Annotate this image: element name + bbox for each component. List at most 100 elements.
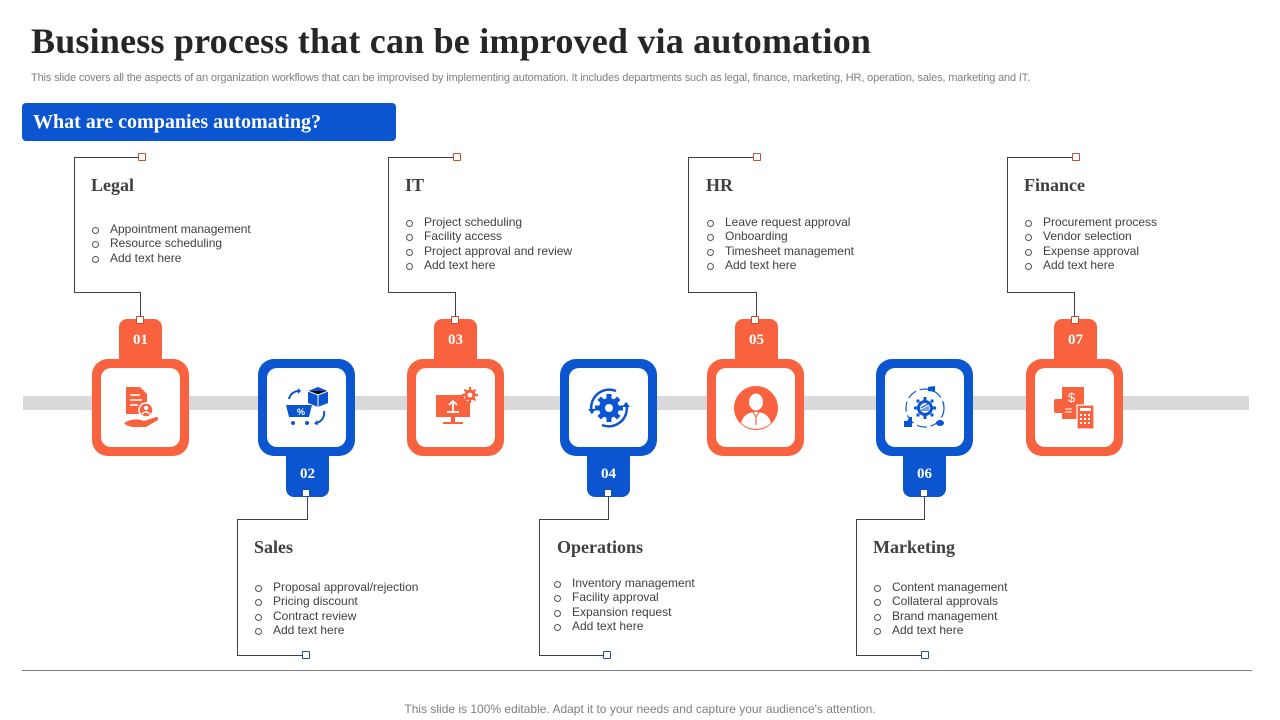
bullet-list: Appointment management Resource scheduli…	[91, 222, 251, 265]
connector-node	[604, 489, 612, 497]
connector-node	[603, 651, 611, 659]
step-number-tab: 01	[119, 319, 162, 361]
step-number: 05	[749, 332, 764, 348]
step-number: 01	[133, 332, 148, 348]
footer-divider	[22, 670, 1252, 671]
footer-note: This slide is 100% editable. Adapt it to…	[404, 702, 876, 716]
bullet-item: Contract review	[254, 609, 418, 623]
connector-line	[388, 292, 455, 293]
card-title: Finance	[1024, 175, 1085, 195]
step-tile	[560, 359, 657, 456]
card-title: Legal	[91, 175, 134, 195]
step-number-tab: 05	[735, 319, 778, 361]
connector-line	[1007, 157, 1073, 158]
step-number: 06	[917, 466, 932, 482]
bullet-item: Pricing discount	[254, 594, 418, 608]
bullet-item: Project approval and review	[405, 244, 572, 258]
step-number: 04	[601, 466, 616, 482]
bullet-list: Leave request approval Onboarding Timesh…	[706, 215, 854, 272]
connector-node	[136, 316, 144, 324]
connector-line	[74, 157, 75, 293]
gear-refresh-icon	[587, 387, 630, 428]
step-tile	[876, 359, 973, 456]
connector-line	[688, 157, 689, 293]
connector-line	[140, 292, 141, 320]
connector-line	[539, 655, 604, 656]
bullet-item: Add text here	[873, 623, 1007, 637]
step-number: 03	[448, 332, 463, 348]
bullet-item: Add text here	[1024, 258, 1157, 272]
bullet-item: Resource scheduling	[91, 236, 251, 250]
bullet-list: Content management Collateral approvals …	[873, 580, 1007, 637]
bullet-item: Leave request approval	[706, 215, 854, 229]
connector-line	[539, 519, 609, 520]
connector-line	[1007, 157, 1008, 293]
bullet-item: Vendor selection	[1024, 229, 1157, 243]
step-number-tab: 06	[903, 455, 946, 497]
connector-node	[302, 489, 310, 497]
card-title: Marketing	[873, 537, 955, 557]
connector-line	[924, 497, 925, 519]
svg-text:$: $	[1068, 390, 1076, 405]
connector-node	[751, 316, 759, 324]
bullet-item: Appointment management	[91, 222, 251, 236]
bullet-item: Onboarding	[706, 229, 854, 243]
bullet-item: Collateral approvals	[873, 594, 1007, 608]
connector-line	[237, 519, 308, 520]
user-profile-icon	[733, 385, 778, 430]
connector-line	[1074, 292, 1075, 320]
bullet-item: Proposal approval/rejection	[254, 580, 418, 594]
connector-line	[856, 519, 925, 520]
connector-node	[753, 153, 761, 161]
card-title: Sales	[254, 537, 294, 557]
step-tile	[707, 359, 804, 456]
connector-node	[1071, 316, 1079, 324]
bullet-list: Inventory management Facility approval E…	[553, 576, 695, 633]
connector-line	[455, 292, 456, 320]
card-title: HR	[706, 175, 733, 195]
step-tile	[407, 359, 504, 456]
step-tile: %	[258, 359, 355, 456]
monitor-upload-gear-icon	[435, 386, 478, 424]
shopping-cart-box-icon: %	[285, 386, 328, 425]
connector-line	[74, 157, 139, 158]
connector-line	[856, 655, 922, 656]
connector-node	[451, 316, 459, 324]
connector-node	[920, 489, 928, 497]
bullet-item: Inventory management	[553, 576, 695, 590]
marketing-gear-chart-icon	[903, 385, 945, 428]
connector-node	[1072, 153, 1080, 161]
card-title: IT	[405, 175, 425, 195]
connector-line	[688, 292, 756, 293]
connector-line	[74, 292, 140, 293]
step-number-tab: 03	[434, 319, 477, 361]
connector-line	[388, 157, 389, 293]
bullet-item: Add text here	[254, 623, 418, 637]
bullet-list: Proposal approval/rejection Pricing disc…	[254, 580, 418, 637]
bullet-list: Procurement process Vendor selection Exp…	[1024, 215, 1157, 272]
bullet-item: Content management	[873, 580, 1007, 594]
card-title: Operations	[557, 537, 644, 557]
step-number: 07	[1068, 332, 1083, 348]
connector-line	[237, 519, 238, 655]
connector-node	[453, 153, 461, 161]
step-number: 02	[300, 466, 315, 482]
bullet-item: Procurement process	[1024, 215, 1157, 229]
svg-text:%: %	[297, 407, 305, 417]
bullet-item: Add text here	[91, 251, 251, 265]
connector-line	[307, 497, 308, 519]
invoice-calculator-icon: $	[1053, 386, 1095, 430]
connector-node	[302, 651, 310, 659]
bullet-item: Facility approval	[553, 590, 695, 604]
connector-line	[1007, 292, 1074, 293]
step-tile	[92, 359, 189, 456]
bullet-item: Brand management	[873, 609, 1007, 623]
bullet-item: Timesheet management	[706, 244, 854, 258]
bullet-item: Expansion request	[553, 605, 695, 619]
connector-line	[688, 157, 754, 158]
bullet-item: Expense approval	[1024, 244, 1157, 258]
section-banner: What are companies automating?	[22, 103, 396, 141]
step-number-tab: 07	[1054, 319, 1097, 361]
connector-line	[237, 655, 303, 656]
legal-document-hand-icon	[123, 386, 158, 427]
